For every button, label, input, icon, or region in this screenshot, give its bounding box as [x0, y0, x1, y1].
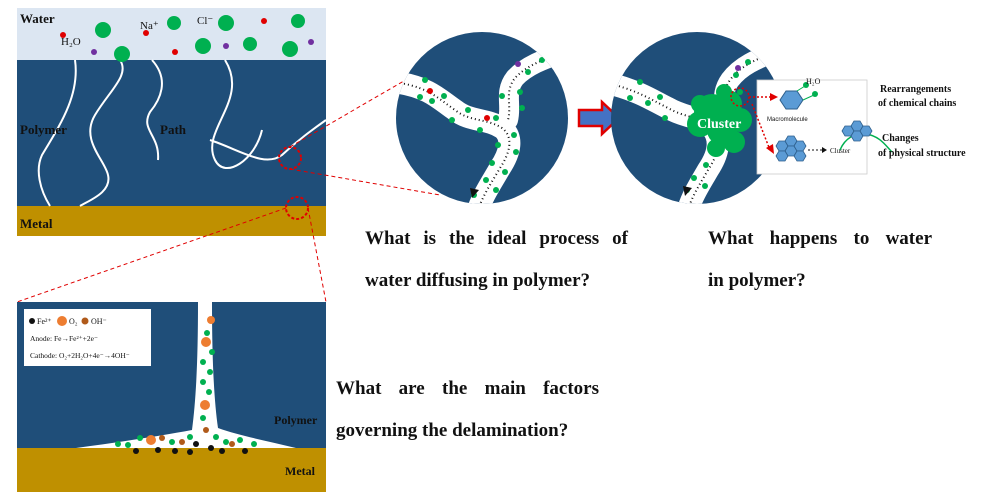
h2o-label: H₂O [61, 36, 81, 48]
small-cluster-icon [775, 135, 807, 162]
reaction-legend-box [24, 309, 151, 366]
anode-equation: Anode: Fe→Fe²⁺+2e⁻ [30, 334, 98, 343]
changes-line2: of physical structure [878, 148, 966, 159]
physical-structure-icon [839, 120, 893, 153]
path-label: Path [160, 122, 187, 137]
question-water-in-polymer-line1: What happens to water [708, 228, 932, 249]
oh-legend-marker [81, 317, 89, 325]
bottom-polymer-label: Polymer [274, 413, 318, 427]
question-delamination: What are the main factors governing the … [336, 368, 599, 452]
o2-legend-label: O₂ [69, 317, 78, 326]
top-panel: Water H₂O Na⁺ Cl⁻ Polymer Path Metal [17, 8, 327, 236]
question-ideal-diffusion-line2: water diffusing in polymer? [365, 270, 591, 291]
cluster-label: Cluster [697, 117, 741, 132]
transition-arrow [577, 99, 621, 137]
rearrangements-line1: Rearrangements [880, 84, 951, 95]
oh-legend-label: OH⁻ [91, 317, 107, 326]
cluster-circle: Cluster [611, 32, 783, 204]
metal-label: Metal [20, 216, 53, 231]
cl-label: Cl⁻ [197, 15, 213, 27]
h2o-small-label: H₂O [806, 77, 821, 86]
zoom-lines [16, 59, 441, 303]
question-water-in-polymer: What happens to water in polymer? [708, 218, 932, 302]
question-delamination-line1: What are the main factors [336, 378, 599, 399]
fe-legend-marker [29, 318, 35, 324]
macromolecule-icon [779, 82, 818, 110]
bottom-metal-layer [17, 448, 326, 492]
water-label: Water [20, 11, 55, 26]
cluster-blob [687, 84, 752, 157]
bottom-panel: Fe²⁺ O₂ OH⁻ Anode: Fe→Fe²⁺+2e⁻ Cathode: … [17, 302, 326, 492]
molecule-inset: H₂O Macromolecule Cluster [749, 77, 868, 175]
bottom-metal-label: Metal [285, 464, 316, 478]
macromolecule-label: Macromolecule [767, 117, 808, 123]
crack-particles [115, 316, 257, 455]
cathode-equation: Cathode: O₂+2H₂O+4e⁻→4OH⁻ [30, 351, 130, 360]
rearrangements-line2: of chemical chains [878, 98, 956, 109]
question-ideal-diffusion: What is the ideal process of water diffu… [365, 218, 628, 302]
ions [60, 14, 314, 62]
cluster-small-label: Cluster [830, 147, 851, 155]
ideal-diffusion-circle [396, 32, 568, 204]
o2-legend-marker [57, 316, 67, 326]
metal-layer [17, 206, 326, 236]
question-delamination-line2: governing the delamination? [336, 420, 569, 441]
diffusion-paths [37, 59, 327, 207]
polymer-layer [17, 60, 326, 206]
question-water-in-polymer-line2: in polymer? [708, 270, 806, 291]
changes-line1: Changes [882, 133, 919, 144]
fe-legend-label: Fe²⁺ [37, 317, 52, 326]
polymer-label: Polymer [20, 122, 67, 137]
question-ideal-diffusion-line1: What is the ideal process of [365, 228, 628, 249]
na-label: Na⁺ [140, 20, 159, 32]
